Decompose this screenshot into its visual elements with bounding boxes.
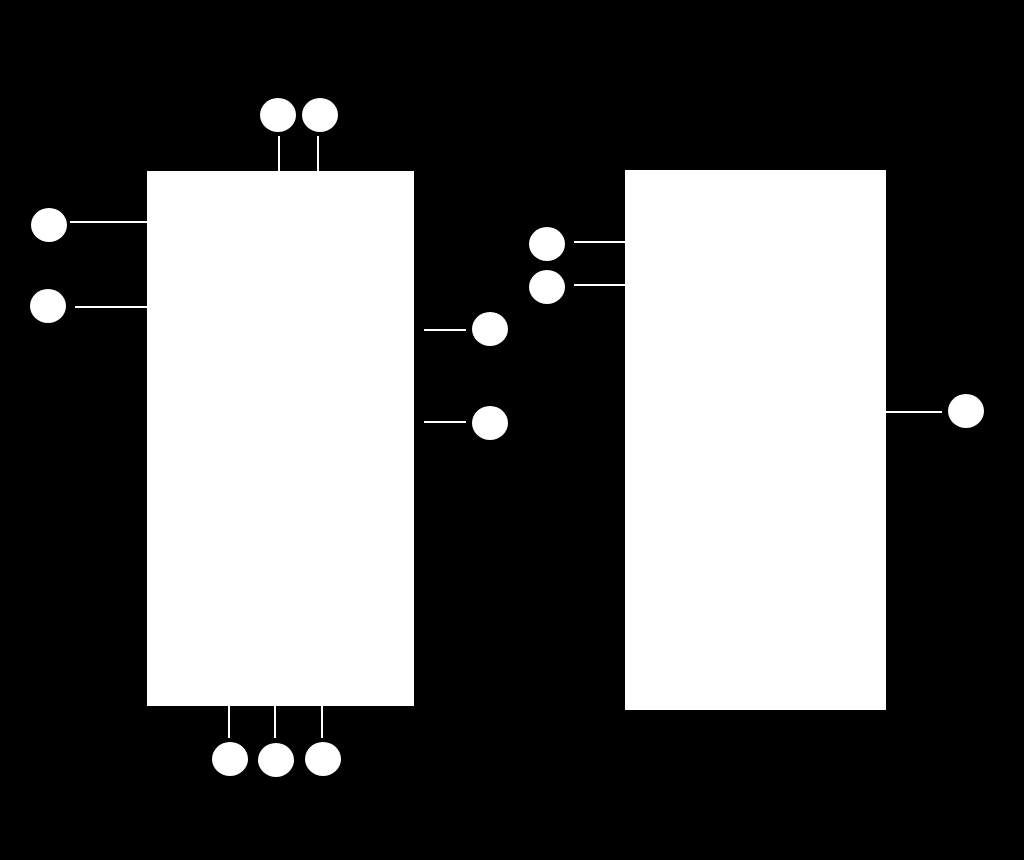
right-block: [625, 170, 886, 710]
left-block-right-2-node: [472, 406, 508, 440]
left-block-top-2-node: [302, 98, 338, 132]
left-block-group: [30, 98, 508, 777]
left-block: [147, 171, 414, 706]
left-block-top-1-node: [260, 98, 296, 132]
right-block-right-1-node: [948, 394, 984, 428]
left-block-left-1-node: [31, 208, 67, 242]
left-block-bottom-1-node: [212, 742, 248, 776]
right-block-left-1-node: [529, 227, 565, 261]
left-block-bottom-3-node: [305, 742, 341, 776]
left-block-bottom-2-node: [258, 743, 294, 777]
right-block-left-2-node: [529, 270, 565, 304]
left-block-left-2-node: [30, 289, 66, 323]
left-block-right-1-node: [472, 312, 508, 346]
right-block-group: [529, 170, 984, 710]
